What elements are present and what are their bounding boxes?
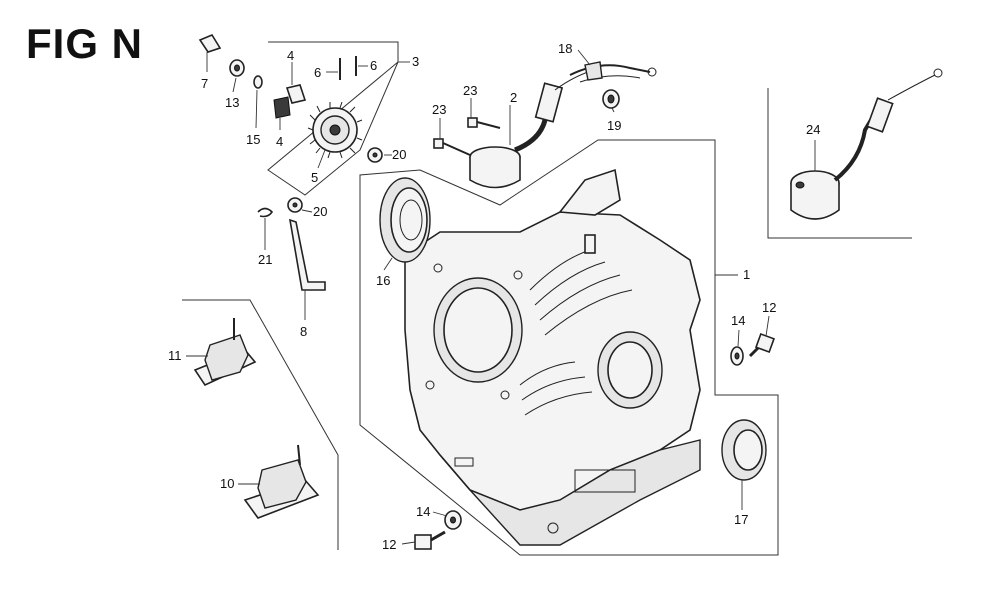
callout-20b: 20 bbox=[313, 204, 327, 219]
oil-sensor-group-box bbox=[767, 88, 912, 239]
callout-6a: 6 bbox=[314, 65, 321, 80]
part-18-cable bbox=[569, 61, 657, 83]
callout-8: 8 bbox=[300, 324, 307, 339]
callout-4b: 4 bbox=[276, 134, 283, 149]
callout-5: 5 bbox=[311, 170, 318, 185]
leader-lines bbox=[186, 49, 816, 545]
part-17-oil-seal bbox=[721, 419, 767, 481]
callout-17: 17 bbox=[734, 512, 748, 527]
part-11-mount bbox=[193, 318, 257, 387]
callout-23a: 23 bbox=[463, 83, 477, 98]
callout-4a: 4 bbox=[287, 48, 294, 63]
part-7 bbox=[198, 33, 222, 53]
crankcase-group-box bbox=[359, 139, 779, 556]
governor-group-box bbox=[267, 41, 399, 196]
callout-23b: 23 bbox=[432, 102, 446, 117]
part-14-washer-right bbox=[730, 346, 744, 366]
part-4-weight-a bbox=[285, 84, 307, 104]
part-16-bearing bbox=[379, 177, 431, 263]
callout-11: 11 bbox=[168, 348, 182, 363]
callout-10: 10 bbox=[220, 476, 234, 491]
part-10-mount bbox=[243, 444, 320, 519]
callout-21: 21 bbox=[258, 252, 272, 267]
part-15-clip bbox=[253, 75, 263, 89]
part-20-washer-b bbox=[287, 197, 303, 213]
callout-13: 13 bbox=[225, 95, 239, 110]
part-12-bolt-right bbox=[748, 333, 775, 358]
part-23-bolt-b bbox=[433, 138, 471, 156]
callout-20a: 20 bbox=[392, 147, 406, 162]
callout-14a: 14 bbox=[731, 313, 745, 328]
part-24-oil-sensor bbox=[790, 68, 943, 220]
figure-title: FIG N bbox=[26, 20, 143, 67]
callout-24: 24 bbox=[806, 122, 820, 137]
callout-18: 18 bbox=[558, 41, 572, 56]
callout-3: 3 bbox=[412, 54, 419, 69]
part-5-governor-gear bbox=[307, 101, 363, 159]
part-21-clip bbox=[257, 207, 274, 218]
callout-14b: 14 bbox=[416, 504, 430, 519]
part-20-washer-a bbox=[367, 147, 383, 163]
callout-7: 7 bbox=[201, 76, 208, 91]
callout-12a: 12 bbox=[762, 300, 776, 315]
part-4-weight-b bbox=[273, 96, 291, 119]
callout-labels: 1 2 3 4 4 5 6 6 7 8 10 11 12 12 13 14 14… bbox=[168, 41, 820, 552]
part-13-washer bbox=[229, 59, 245, 77]
callout-12b: 12 bbox=[382, 537, 396, 552]
callout-2: 2 bbox=[510, 90, 517, 105]
callout-16: 16 bbox=[376, 273, 390, 288]
callout-1: 1 bbox=[743, 267, 750, 282]
callout-6b: 6 bbox=[370, 58, 377, 73]
callout-15: 15 bbox=[246, 132, 260, 147]
part-8-shaft bbox=[288, 218, 326, 291]
callout-19: 19 bbox=[607, 118, 621, 133]
part-23-bolt-a bbox=[467, 117, 501, 129]
part-19 bbox=[602, 89, 620, 109]
crankcase bbox=[404, 168, 701, 546]
mount-group-box bbox=[182, 299, 339, 550]
part-12-bolt-bottom bbox=[414, 530, 446, 550]
part-2-assembly bbox=[469, 67, 601, 189]
part-14-washer-bottom bbox=[444, 510, 462, 530]
